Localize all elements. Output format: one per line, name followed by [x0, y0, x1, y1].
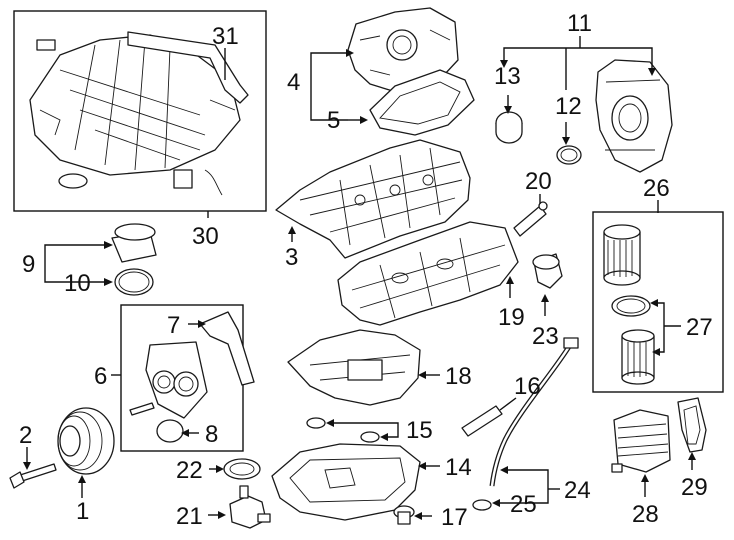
timing-cover-gasket: [199, 311, 255, 386]
pulley-bolt: [9, 463, 57, 489]
callout-14: 14: [445, 454, 472, 481]
callout-10: 10: [64, 270, 91, 297]
callout-29: 29: [681, 474, 708, 501]
drain-seal-22: [223, 458, 261, 480]
dipstick-tube: [489, 337, 579, 487]
front-seal: [556, 145, 582, 165]
callout-5: 5: [327, 107, 340, 134]
oil-pan-baffle: [287, 329, 421, 406]
oil-filler-cap: [111, 223, 157, 263]
callout-3: 3: [285, 244, 298, 271]
callout-22: 22: [176, 457, 203, 484]
timing-cover-bolt: [129, 402, 155, 416]
lower-oil-pan: [271, 443, 421, 521]
callout-13: 13: [494, 63, 521, 90]
timing-cover-seal: [156, 419, 184, 443]
leader-16: [499, 397, 517, 411]
oil-filter-seal: [611, 295, 651, 317]
callout-6: 6: [94, 363, 107, 390]
breather-tube: [461, 405, 503, 437]
callout-23: 23: [532, 323, 559, 350]
crankshaft-pulley: [57, 407, 115, 475]
oil-filter-element: [621, 329, 655, 385]
callout-24: 24: [564, 477, 591, 504]
callout-8: 8: [205, 421, 218, 448]
pcv-valve: [513, 201, 548, 237]
callout-16: 16: [514, 373, 541, 400]
oil-filter-housing: [603, 224, 641, 286]
intake-manifold-group-box: [13, 10, 267, 212]
callout-19: 19: [498, 304, 525, 331]
oil-cap-seal: [114, 268, 154, 296]
callout-26: 26: [643, 175, 670, 202]
intake-manifold: [29, 34, 241, 196]
oil-cooler: [611, 409, 671, 473]
engine-block-frame: [337, 221, 519, 326]
camshaft-plug: [495, 111, 523, 144]
callout-20: 20: [525, 168, 552, 195]
callout-30: 30: [192, 223, 219, 250]
timing-chain-cover: [595, 59, 673, 173]
valve-cover-upper: [347, 7, 459, 93]
cylinder-head: [275, 139, 471, 259]
leader-11: [503, 47, 653, 90]
callout-11: 11: [567, 10, 592, 37]
leader-15: [332, 422, 399, 438]
callout-31: 31: [212, 23, 239, 50]
oil-cooler-gasket: [677, 397, 707, 453]
valve-cover-gasket: [369, 69, 475, 136]
leader-27: [656, 302, 681, 353]
callout-7: 7: [167, 312, 180, 339]
callout-12: 12: [555, 93, 582, 120]
callout-4: 4: [287, 69, 300, 96]
oil-level-sensor: [229, 485, 271, 529]
callout-28: 28: [632, 501, 659, 528]
intake-manifold-gasket: [127, 31, 249, 104]
callout-25: 25: [510, 491, 537, 518]
dipstick-seal: [472, 499, 492, 511]
seal-15b: [360, 431, 380, 443]
callout-27: 27: [686, 314, 713, 341]
leader-4-5: [310, 52, 348, 121]
leader-24-25: [498, 469, 549, 504]
callout-1: 1: [76, 498, 89, 525]
callout-9: 9: [22, 251, 35, 278]
callout-15: 15: [406, 417, 433, 444]
timing-cover: [145, 341, 208, 419]
drain-plug: [393, 505, 415, 525]
callout-21: 21: [176, 503, 203, 530]
callout-2: 2: [19, 422, 32, 449]
leader-9-10: [44, 244, 107, 283]
oil-pickup: [532, 253, 563, 289]
seal-15a: [306, 417, 326, 429]
callout-17: 17: [441, 504, 468, 531]
callout-18: 18: [445, 363, 472, 390]
